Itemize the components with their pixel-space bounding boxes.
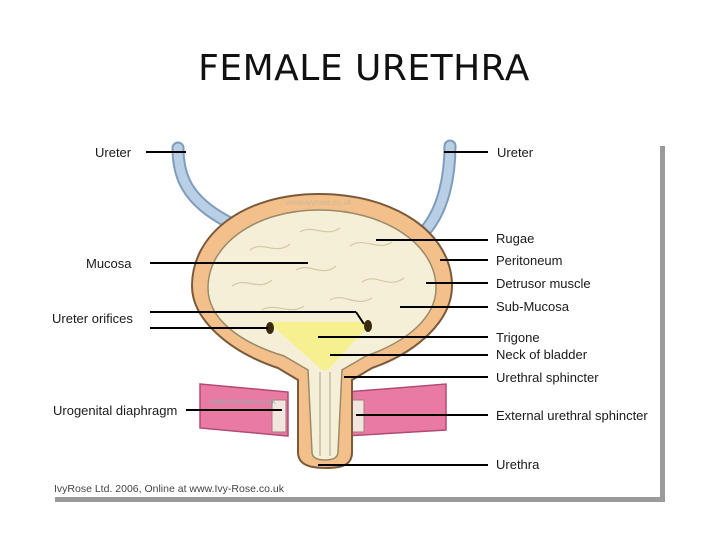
ureter-orifice-left	[266, 322, 274, 334]
label-ureter-orifices: Ureter orifices	[52, 311, 133, 326]
label-ureter-right: Ureter	[497, 145, 534, 160]
credit-line: IvyRose Ltd. 2006, Online at www.Ivy-Ros…	[54, 483, 284, 495]
label-peritoneum: Peritoneum	[496, 253, 563, 268]
label-rugae: Rugae	[496, 231, 535, 246]
label-ureter-left: Ureter	[95, 145, 132, 160]
label-neck-of-bladder: Neck of bladder	[496, 347, 588, 362]
label-sub-mucosa: Sub-Mucosa	[496, 299, 569, 314]
trigone	[268, 322, 372, 370]
watermark-bottom: www.ivyrose.co.uk	[209, 397, 277, 406]
label-trigone: Trigone	[496, 330, 540, 345]
leader-lines	[146, 151, 488, 466]
ureter-orifice-right	[364, 320, 372, 332]
urethra-lumen	[319, 372, 331, 456]
page-title: FEMALE URETHRA	[198, 48, 530, 89]
label-detrusor-muscle: Detrusor muscle	[496, 276, 591, 291]
label-urethral-sphincter: Urethral sphincter	[496, 370, 599, 385]
label-mucosa: Mucosa	[86, 256, 132, 271]
watermark-top: www.ivyrose.co.uk	[285, 198, 353, 207]
label-urethra: Urethra	[496, 457, 540, 472]
label-urogenital-diaphragm: Urogenital diaphragm	[53, 403, 178, 418]
rugae-folds	[231, 227, 405, 311]
label-external-urethral-sphincter: External urethral sphincter	[496, 408, 648, 423]
external-sphincter-left	[271, 399, 287, 433]
